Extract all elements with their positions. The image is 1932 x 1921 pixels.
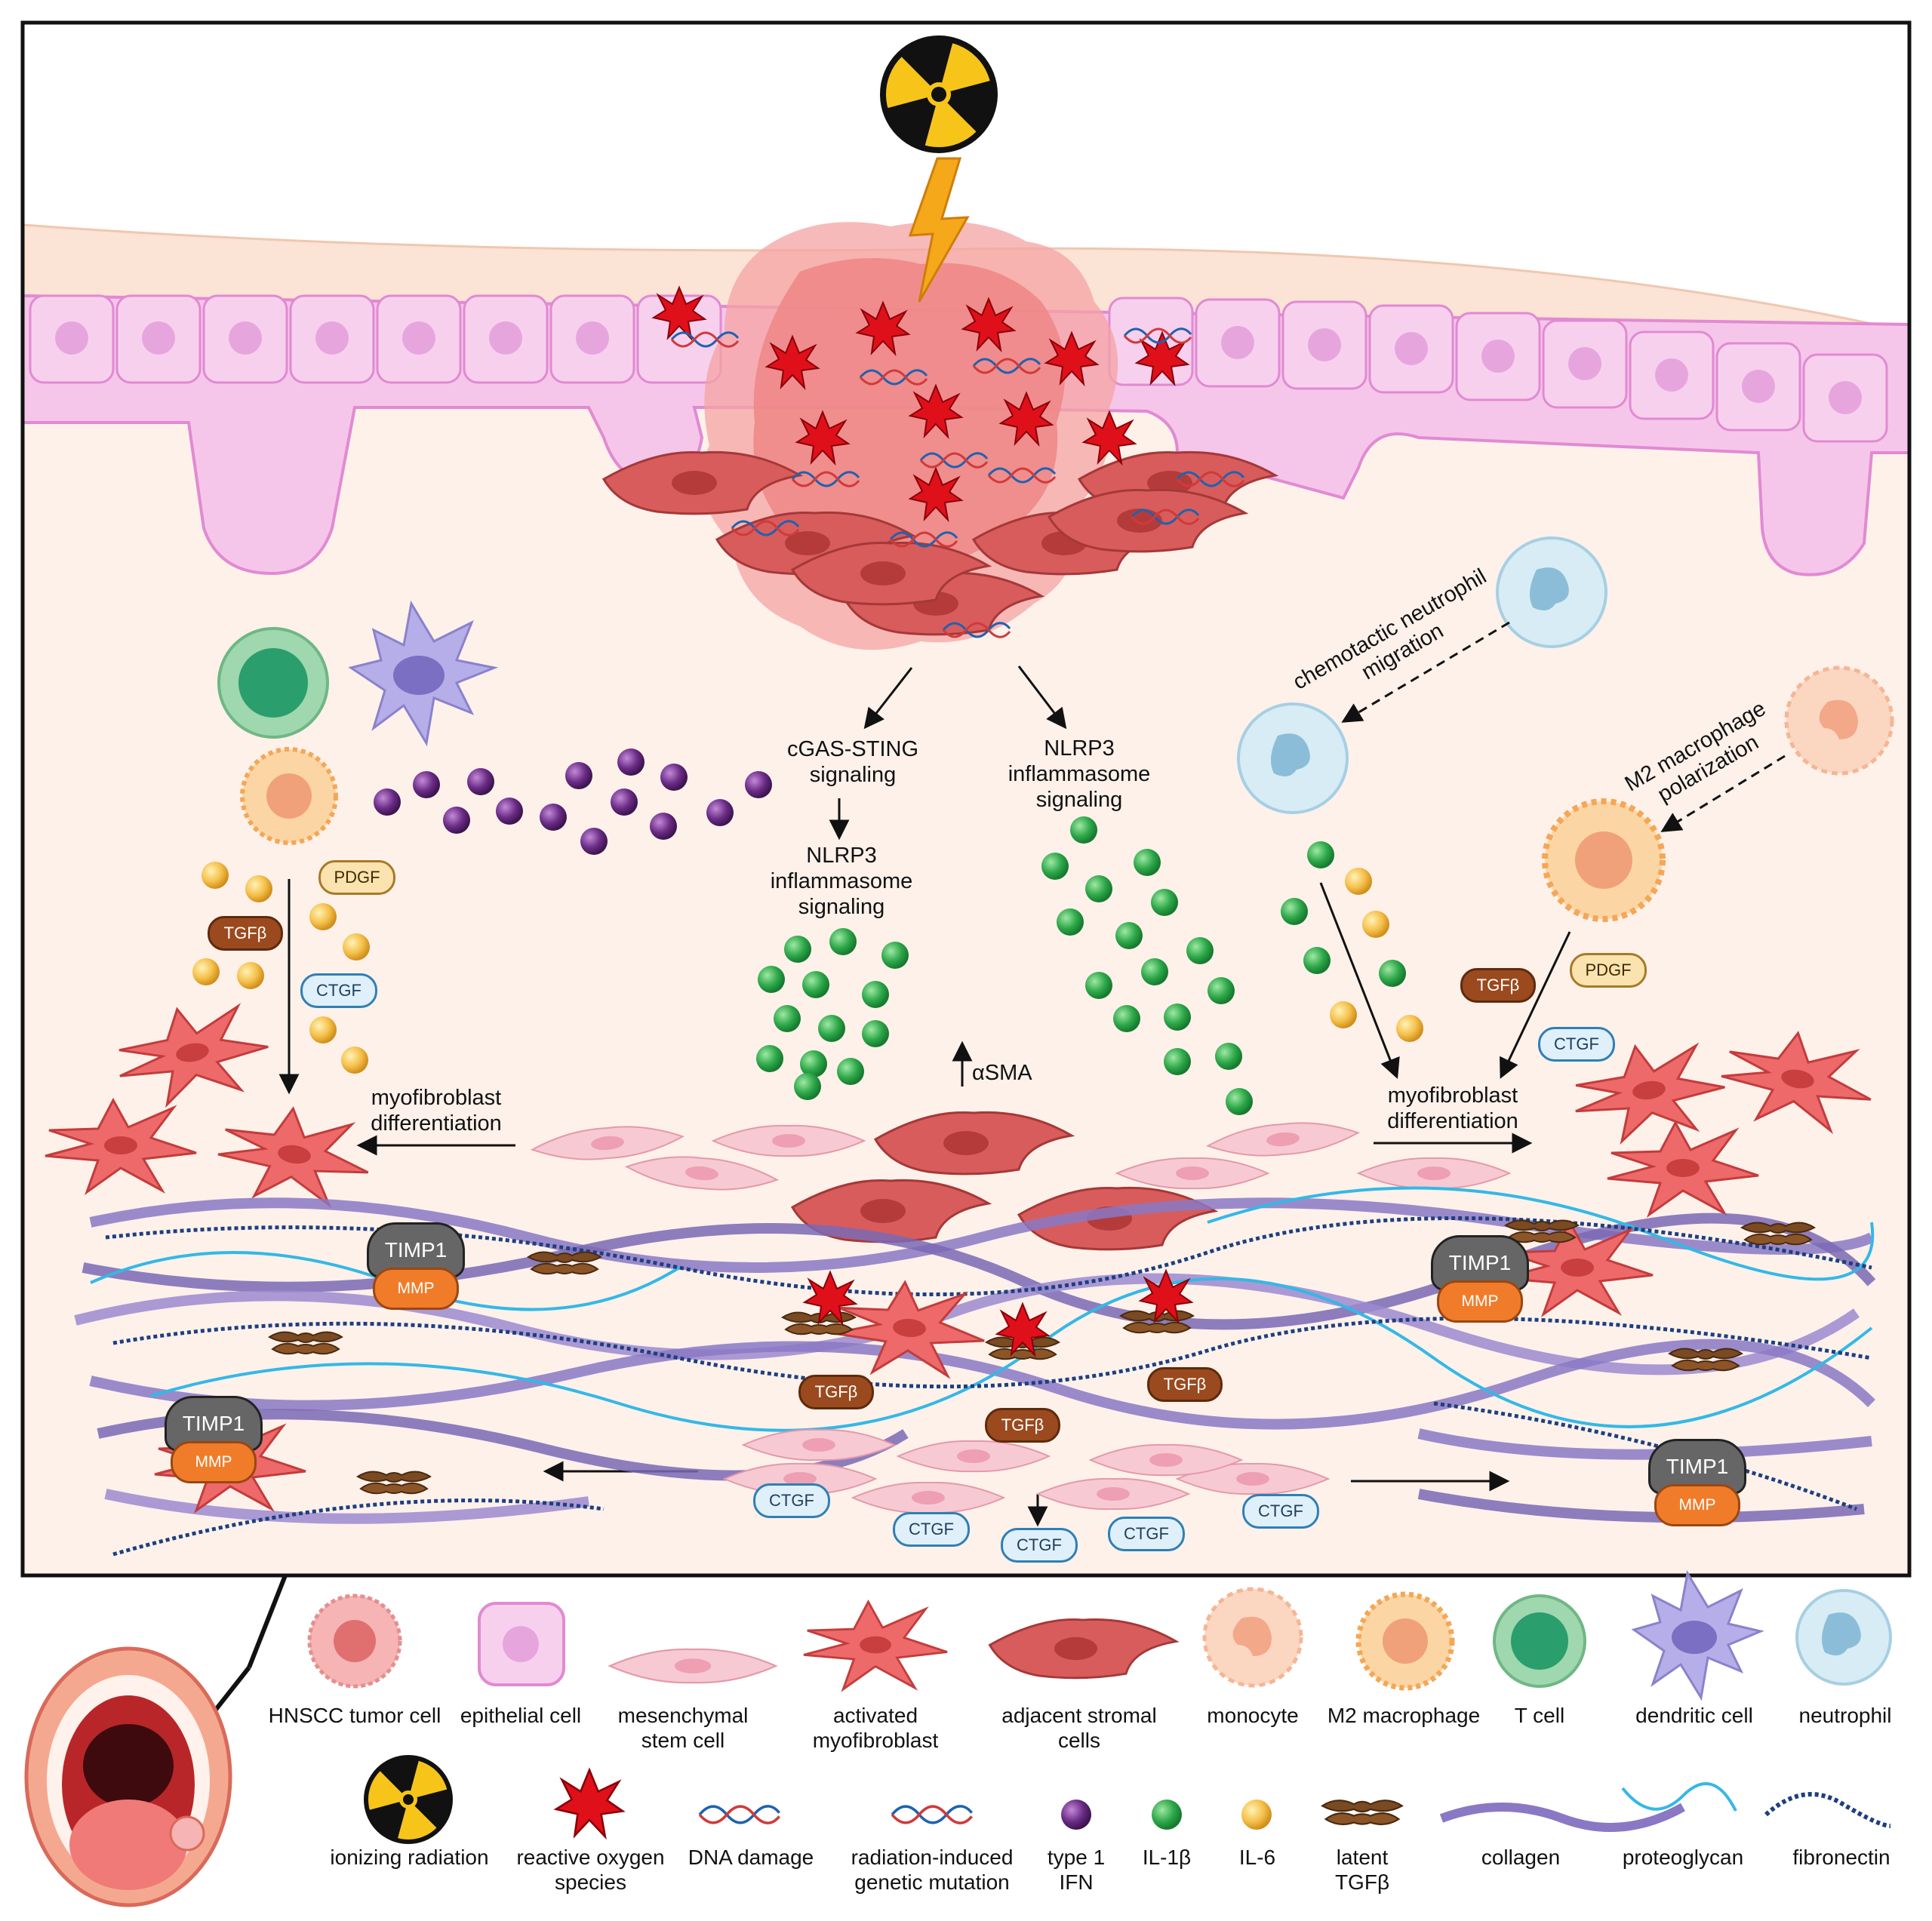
legend-m2-macrophage: M2 macrophage <box>1327 1704 1481 1727</box>
m2-macrophage-left <box>240 747 338 845</box>
arrows <box>278 621 1786 1527</box>
legend-t-cell: T cell <box>1514 1704 1565 1727</box>
legend-adjacent-stromal-cells: adjacent stromal cells <box>1001 1704 1157 1752</box>
legend-mesenchymal-stem-cell: mesenchymal stem cell <box>617 1704 749 1752</box>
legend-il6: IL-6 <box>1238 1846 1276 1869</box>
ctgf-badge: CTGF <box>893 1512 970 1547</box>
tgfb-badge: TGFβ <box>208 916 283 951</box>
dendritic-cell <box>348 600 499 747</box>
pdgf-badge: PDGF <box>318 860 395 895</box>
legend-monocyte: monocyte <box>1207 1704 1299 1727</box>
timp1-mmp-complex: TIMP1 MMP <box>361 1222 466 1320</box>
legend-proteoglycan: proteoglycan <box>1622 1846 1744 1869</box>
legend-epithelial-cell: epithelial cell <box>460 1704 582 1727</box>
main-frame <box>20 20 1912 1578</box>
legend-dendritic-cell: dendritic cell <box>1635 1704 1753 1727</box>
timp1-mmp-complex: TIMP1 MMP <box>158 1396 264 1494</box>
pdgf-badge: PDGF <box>1570 953 1647 988</box>
ctgf-badge: CTGF <box>1538 1027 1615 1062</box>
legend-ionizing-radiation: ionizing radiation <box>330 1846 489 1869</box>
il1b-cluster-center <box>756 816 1253 1115</box>
legend-radiation-induced-genetic-mutation: radiation-induced genetic mutation <box>851 1846 1014 1894</box>
legend-activated-myofibroblast: activated myofibroblast <box>812 1704 939 1752</box>
legend-icons-row1 <box>307 1569 1892 1701</box>
ctgf-badge: CTGF <box>1001 1528 1078 1563</box>
legend-hnscc-tumor-cell: HNSCC tumor cell <box>268 1704 441 1727</box>
neutrophil-migrated <box>1237 702 1349 814</box>
radiation-icon <box>880 35 998 153</box>
ctgf-badge: CTGF <box>1108 1517 1185 1551</box>
tgfb-badge: TGFβ <box>985 1408 1060 1443</box>
asma-label: αSMA <box>972 1061 1032 1085</box>
mouth-illustration <box>24 1646 232 1907</box>
ctgf-badge: CTGF <box>753 1483 830 1518</box>
legend-dna-damage: DNA damage <box>688 1846 814 1869</box>
timp1-mmp-complex: TIMP1 MMP <box>1425 1235 1531 1333</box>
tgfb-badge: TGFβ <box>1147 1367 1223 1402</box>
timp1-mmp-complex: TIMP1 MMP <box>1642 1439 1748 1537</box>
legend-icons-row2 <box>364 1755 1891 1844</box>
ctgf-badge: CTGF <box>1242 1494 1319 1529</box>
legend-collagen: collagen <box>1481 1846 1561 1869</box>
lightning-icon <box>908 157 970 303</box>
neutrophil-top <box>1496 536 1607 648</box>
epithelial-cells <box>29 294 1888 443</box>
legend-neutrophil: neutrophil <box>1798 1704 1892 1727</box>
legend-fibronectin: fibronectin <box>1792 1846 1890 1869</box>
legend-reactive-oxygen-species: reactive oxygen species <box>516 1846 665 1894</box>
tgfb-badge: TGFβ <box>798 1375 874 1409</box>
ctgf-badge: CTGF <box>300 973 377 1008</box>
il6-cluster-left <box>192 862 370 1074</box>
monocyte <box>1784 665 1894 776</box>
t-cell <box>217 627 329 739</box>
type1-ifn-cluster <box>374 748 772 855</box>
legend-il1b: IL-1β <box>1142 1846 1192 1869</box>
tgfb-badge: TGFβ <box>1460 968 1536 1003</box>
legend-latent-tgfb: latent TGFβ <box>1334 1846 1390 1894</box>
m2-macrophage-right <box>1542 798 1666 922</box>
il1b-il6-cluster-right <box>1281 841 1423 1042</box>
legend-type1-ifn: type 1 IFN <box>1047 1846 1106 1894</box>
